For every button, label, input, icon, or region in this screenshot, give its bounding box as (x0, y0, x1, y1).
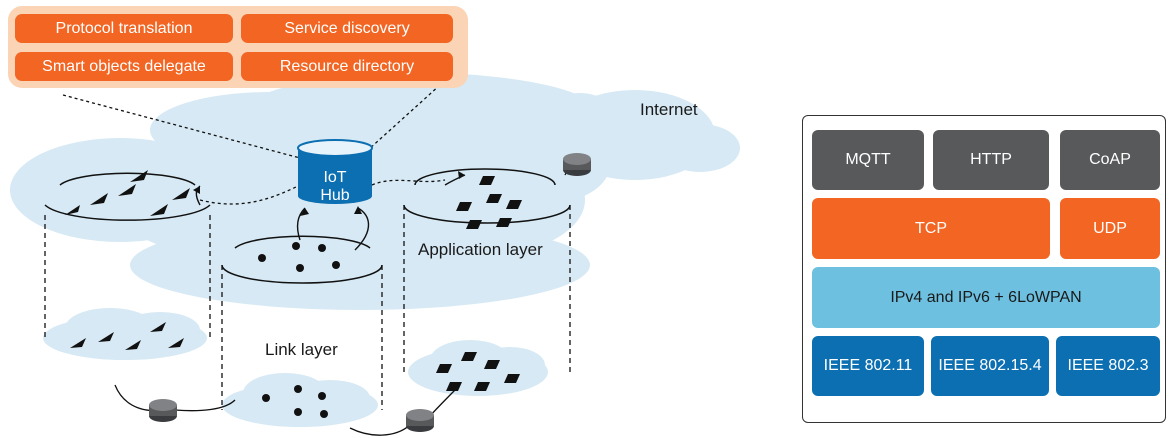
stack-mqtt: MQTT (812, 130, 924, 190)
sensor-nodes-app-left (65, 170, 190, 216)
stack-ieee-802-3: IEEE 802.3 (1056, 336, 1160, 396)
subnet-cloud-center (222, 373, 378, 427)
router-internet (563, 153, 591, 176)
resource-directory-service: Resource directory (241, 52, 453, 81)
router-left (149, 399, 177, 422)
cylinder-tops (44, 168, 571, 284)
stack-udp: UDP (1060, 198, 1160, 259)
sensor-nodes-app-center (258, 242, 340, 272)
stack-ieee-802-15-4: IEEE 802.15.4 (931, 336, 1049, 396)
application-layer-label: Application layer (418, 240, 543, 259)
hub-label-line1: IoT (323, 169, 346, 186)
stack-ieee-802-11: IEEE 802.11 (812, 336, 924, 396)
smart-objects-delegate-service: Smart objects delegate (15, 52, 233, 81)
sensor-nodes-app-right (456, 176, 522, 229)
hub-label-line2: Hub (320, 187, 349, 204)
stack-ip: IPv4 and IPv6 + 6LoWPAN (812, 267, 1160, 328)
link-layer-label: Link layer (265, 340, 338, 359)
stack-http: HTTP (933, 130, 1049, 190)
sensor-nodes-link-left (70, 322, 184, 350)
cylinder-outlines (44, 205, 571, 410)
router-center (406, 409, 434, 432)
sensor-nodes-link-center (262, 385, 328, 418)
sensor-nodes-link-right (436, 352, 520, 391)
subnet-cloud-left (43, 308, 207, 360)
protocol-stack: MQTT HTTP CoAP TCP UDP IPv4 and IPv6 + 6… (802, 115, 1166, 423)
stack-tcp: TCP (812, 198, 1050, 259)
arrow-heads (193, 171, 465, 216)
internal-link-lines (62, 84, 446, 205)
stack-coap: CoAP (1060, 130, 1160, 190)
internet-label: Internet (640, 100, 698, 119)
service-discovery-service: Service discovery (241, 14, 453, 43)
protocol-translation-service: Protocol translation (15, 14, 233, 43)
iot-hub-cylinder (297, 139, 373, 204)
network-diagram: IoT Hub (10, 73, 740, 436)
services-panel: Protocol translation Service discovery S… (8, 6, 468, 88)
